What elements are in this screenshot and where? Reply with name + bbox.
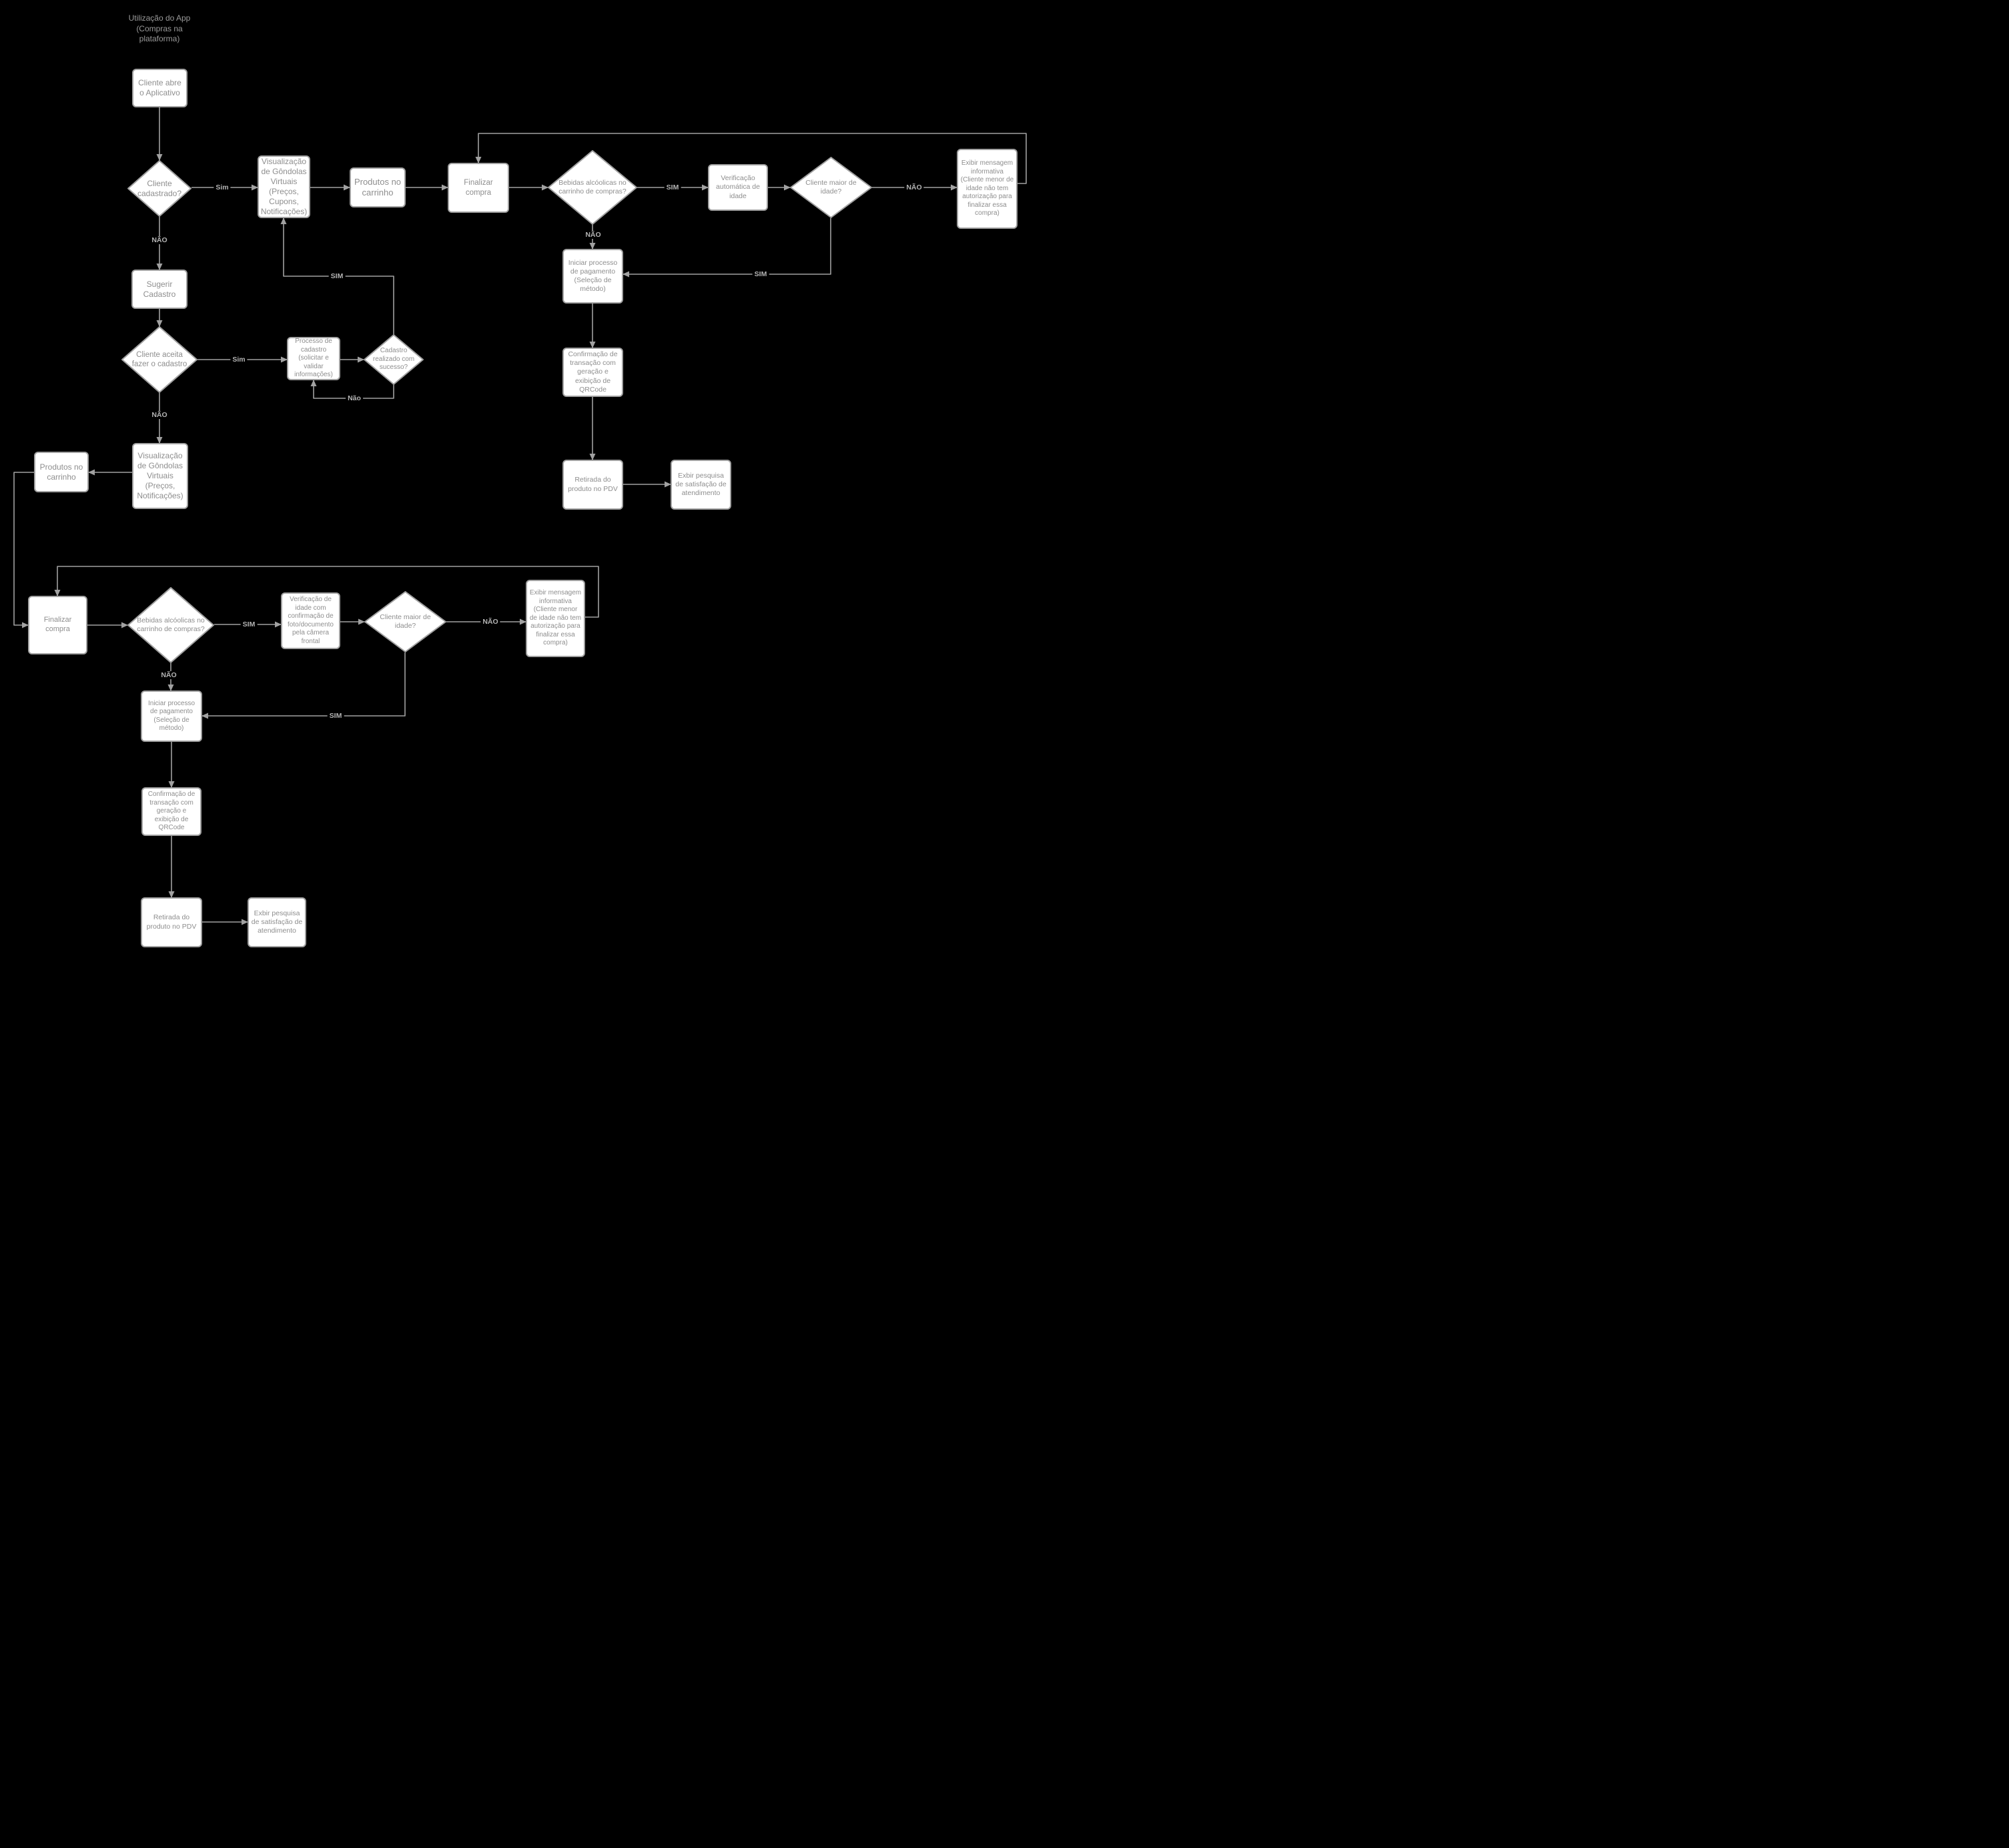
e-msg2-fin2-loop: [54, 566, 599, 618]
flow-node-pes2: Exbir pesquisa de satisfação de atendime…: [248, 897, 306, 947]
flow-node-verfoto: Verificação de idade com confirmação de …: [281, 592, 340, 649]
diamond-shape: [121, 326, 197, 393]
e-msg1-fin1-loop: [475, 133, 1027, 184]
flow-node-veraut: Verificação automática de idade: [708, 164, 768, 211]
flow-node-label: Confirmação de transação com geração e e…: [147, 791, 195, 832]
diamond-shape: [548, 150, 637, 225]
flow-node-label: Sugerir Cadastro: [143, 279, 176, 299]
flow-node-label: Verificação automática de idade: [716, 174, 760, 200]
e-maior2-ini2: [202, 652, 406, 719]
flow-node-conf2: Confirmação de transação com geração e e…: [141, 787, 202, 836]
flow-node-label: Cliente maior de idade?: [805, 178, 857, 195]
flow-node-sugerir: Sugerir Cadastro: [131, 270, 187, 309]
flow-node-label: Iniciar processo de pagamento (Seleção d…: [568, 258, 618, 294]
flow-node-fin1: Finalizar compra: [448, 163, 509, 213]
flow-node-ini1: Iniciar processo de pagamento (Seleção d…: [562, 249, 623, 304]
flow-node-label: Processo de cadastro (solicitar e valida…: [294, 338, 333, 379]
flow-node-prod2: Produtos no carrinho: [34, 452, 89, 492]
flow-node-vis2: Visualização de Gôndolas Virtuais (Preço…: [132, 443, 188, 509]
diamond-shape: [364, 334, 424, 385]
flow-node-label: Exibir mensagem informativa (Cliente men…: [529, 589, 582, 647]
e-aceita-vis2-label: NÃO: [149, 411, 169, 419]
flow-node-label: Cadastro realizado com sucesso?: [372, 347, 415, 372]
flow-node-label: Cliente abre o Aplicativo: [138, 78, 181, 97]
e-prod2-fin2: [13, 472, 34, 628]
flow-node-d_cadastrado: Cliente cadastrado?: [127, 160, 191, 217]
flow-node-label: Retirada do produto no PDV: [146, 913, 197, 931]
e-cadastrado-sugerir-label: NÃO: [149, 236, 169, 244]
flow-node-proc: Processo de cadastro (solicitar e valida…: [287, 337, 340, 380]
flow-node-label: Finalizar compra: [464, 179, 493, 197]
flow-node-label: Exbir pesquisa de satisfação de atendime…: [675, 471, 727, 498]
flow-node-d_maior2: Cliente maior de idade?: [364, 591, 446, 652]
flow-node-label: Retirada do produto no PDV: [568, 476, 618, 493]
e-maior2-ini2-label: SIM: [327, 712, 344, 720]
e-cadastrado-vis1-label: Sim: [214, 183, 231, 191]
flow-node-msg1: Exibir mensagem informativa (Cliente men…: [957, 149, 1018, 229]
flow-node-d_beb1: Bebidas alcóolicas no carrinho de compra…: [548, 150, 637, 225]
e-maior1-msg1-label: NÃO: [904, 183, 924, 191]
flow-node-start: Cliente abre o Aplicativo: [132, 69, 187, 107]
flow-node-label: Verificação de idade com confirmação de …: [288, 596, 334, 645]
diamond-shape: [127, 587, 214, 663]
flow-node-d_beb2: Bebidas alcóolicas no carrinho de compra…: [127, 587, 214, 663]
e-maior1-ini1-label: SIM: [752, 270, 769, 278]
e-beb2-verfoto-label: SIM: [240, 620, 258, 628]
e-beb2-ini2-label: NÃO: [159, 671, 179, 679]
flow-node-label: Iniciar processo de pagamento (Seleção d…: [147, 699, 195, 733]
flow-node-msg2: Exibir mensagem informativa (Cliente men…: [526, 580, 585, 657]
e-suc-proc-loop-label: Não: [346, 394, 363, 402]
flow-node-d_suc: Cadastro realizado com sucesso?: [364, 334, 424, 385]
flow-node-d_aceita: Cliente aceita fazer o cadastro: [121, 326, 197, 393]
diagram-title: Utilização do App (Compras na plataforma…: [128, 13, 191, 44]
flow-node-pes1: Exbir pesquisa de satisfação de atendime…: [671, 460, 731, 510]
flow-node-label: Produtos no carrinho: [354, 176, 402, 197]
flow-node-d_maior1: Cliente maior de idade?: [790, 157, 872, 218]
flow-node-label: Exibir mensagem informativa (Cliente men…: [960, 159, 1014, 217]
flow-node-label: Exbir pesquisa de satisfação de atendime…: [251, 909, 303, 935]
flow-node-label: Confirmação de transação com geração e e…: [568, 350, 618, 394]
flow-node-prod1: Produtos no carrinho: [350, 167, 406, 207]
flow-node-label: Visualização de Gôndolas Virtuais (Preço…: [260, 157, 308, 216]
flow-node-label: Finalizar compra: [43, 616, 72, 633]
flow-node-label: Visualização de Gôndolas Virtuais (Preço…: [137, 451, 183, 500]
diamond-shape: [790, 157, 872, 218]
flow-node-label: Cliente cadastrado?: [137, 178, 182, 198]
e-suc-vis1-label: SIM: [328, 272, 346, 280]
e-maior1-ini1: [623, 218, 831, 278]
flow-node-label: Cliente maior de idade?: [380, 612, 431, 630]
flow-node-label: Bebidas alcóolicas no carrinho de compra…: [137, 616, 205, 633]
diamond-shape: [127, 160, 191, 217]
flow-node-label: Produtos no carrinho: [39, 462, 83, 482]
e-aceita-proc-label: Sim: [230, 356, 248, 364]
flow-node-label: Bebidas alcóolicas no carrinho de compra…: [558, 178, 627, 195]
flow-node-fin2: Finalizar compra: [28, 596, 87, 654]
flow-node-ini2: Iniciar processo de pagamento (Seleção d…: [141, 690, 202, 742]
flow-node-label: Cliente aceita fazer o cadastro: [131, 350, 187, 368]
diamond-shape: [364, 591, 446, 652]
flow-node-ret1: Retirada do produto no PDV: [562, 460, 623, 510]
e-beb1-veraut-label: SIM: [664, 183, 681, 191]
flow-node-conf1: Confirmação de transação com geração e e…: [562, 348, 623, 397]
flow-node-ret2: Retirada do produto no PDV: [141, 897, 202, 947]
flow-node-vis1: Visualização de Gôndolas Virtuais (Preço…: [258, 155, 310, 218]
e-maior2-msg2-label: NÃO: [480, 618, 500, 626]
e-beb1-ini1-label: NÃO: [583, 231, 603, 239]
